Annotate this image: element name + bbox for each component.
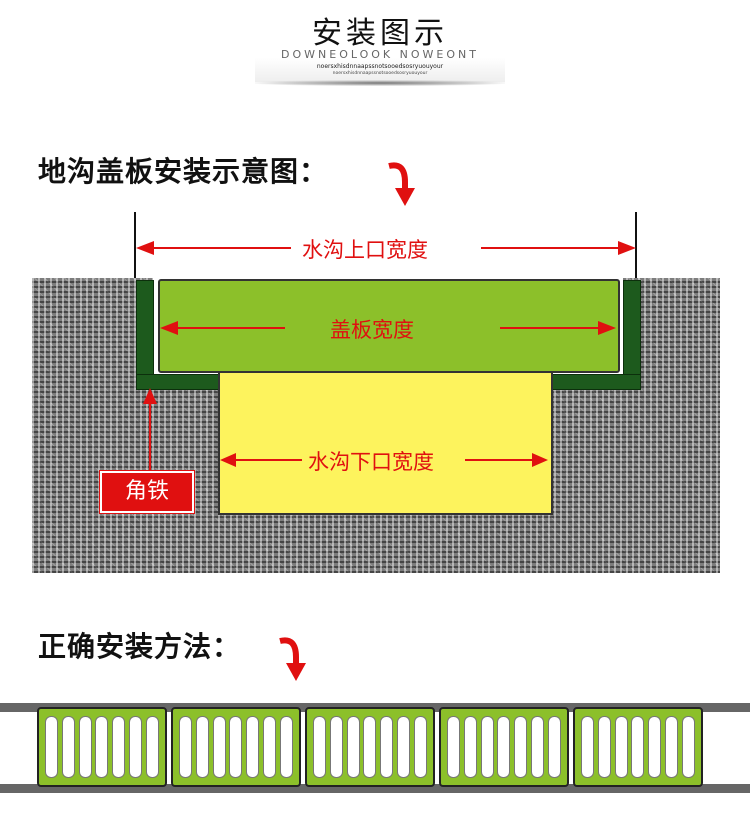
grate-slot xyxy=(346,716,360,778)
grate-slot xyxy=(263,716,277,778)
angle-iron-pointer xyxy=(143,388,157,474)
grate-slot xyxy=(279,716,293,778)
grate-slot xyxy=(212,716,226,778)
header-title: 安装图示 xyxy=(312,16,448,51)
grate-slot xyxy=(547,716,561,778)
top-width-arrow xyxy=(136,241,636,255)
grate-slot xyxy=(380,716,394,778)
drain-grate xyxy=(171,707,301,787)
header-shadow xyxy=(255,80,505,86)
label-cover-width: 盖板宽度 xyxy=(330,318,414,342)
grate-slot xyxy=(631,716,645,778)
grate-slot xyxy=(480,716,494,778)
grate-slot xyxy=(363,716,377,778)
angle-iron-right-horizontal xyxy=(548,374,641,390)
grate-slot xyxy=(329,716,343,778)
grate-slot xyxy=(665,716,679,778)
grate-slot xyxy=(145,716,159,778)
grate-slot xyxy=(531,716,545,778)
grate-slot xyxy=(497,716,511,778)
header-subtitle: DOWNEOLOOK NOWEONT xyxy=(281,48,479,61)
drain-grate xyxy=(573,707,703,787)
grate-slot xyxy=(44,716,58,778)
grate-slot xyxy=(229,716,243,778)
grate-slot xyxy=(597,716,611,778)
grate-slot xyxy=(648,716,662,778)
grate-slot xyxy=(112,716,126,778)
drain-grate xyxy=(37,707,167,787)
down-arrow-icon xyxy=(388,162,415,206)
grate-slot xyxy=(397,716,411,778)
grate-slot xyxy=(681,716,695,778)
grate-slot xyxy=(413,716,427,778)
rail-bottom xyxy=(0,784,750,793)
grate-slot xyxy=(580,716,594,778)
grate-slot xyxy=(178,716,192,778)
grate-slot xyxy=(95,716,109,778)
header-tagline: noersxhisdnnaapssnotsooedsosryuouyour xyxy=(316,63,444,70)
grate-slot xyxy=(61,716,75,778)
grate-slot xyxy=(514,716,528,778)
grate-slot xyxy=(246,716,260,778)
grate-slot xyxy=(78,716,92,778)
label-trench-top-width: 水沟上口宽度 xyxy=(302,238,428,262)
header-tagline-small: noersxhisdnnaapssnotsooedsosryuouyour xyxy=(332,71,428,76)
trench-bottom xyxy=(218,370,553,515)
drain-grate xyxy=(305,707,435,787)
cover-plate xyxy=(158,279,620,373)
dimension-line-left xyxy=(134,212,136,278)
down-arrow-icon xyxy=(279,637,306,681)
section-title-diagram: 地沟盖板安装示意图： xyxy=(38,155,329,188)
grate-slot xyxy=(195,716,209,778)
cover-width-arrow xyxy=(160,321,616,335)
grate-slot xyxy=(463,716,477,778)
section-title-install: 正确安装方法： xyxy=(38,630,242,663)
grate-slot xyxy=(129,716,143,778)
header-banner: 安装图示 DOWNEOLOOK NOWEONT noersxhisdnnaaps… xyxy=(255,0,505,82)
label-trench-bottom-width: 水沟下口宽度 xyxy=(308,450,434,474)
drain-grate xyxy=(439,707,569,787)
bottom-width-arrow xyxy=(220,453,548,467)
grate-slot xyxy=(614,716,628,778)
grate-slot xyxy=(446,716,460,778)
dimension-line-right xyxy=(635,212,637,278)
label-angle-iron: 角铁 xyxy=(100,471,194,513)
grate-slot xyxy=(312,716,326,778)
